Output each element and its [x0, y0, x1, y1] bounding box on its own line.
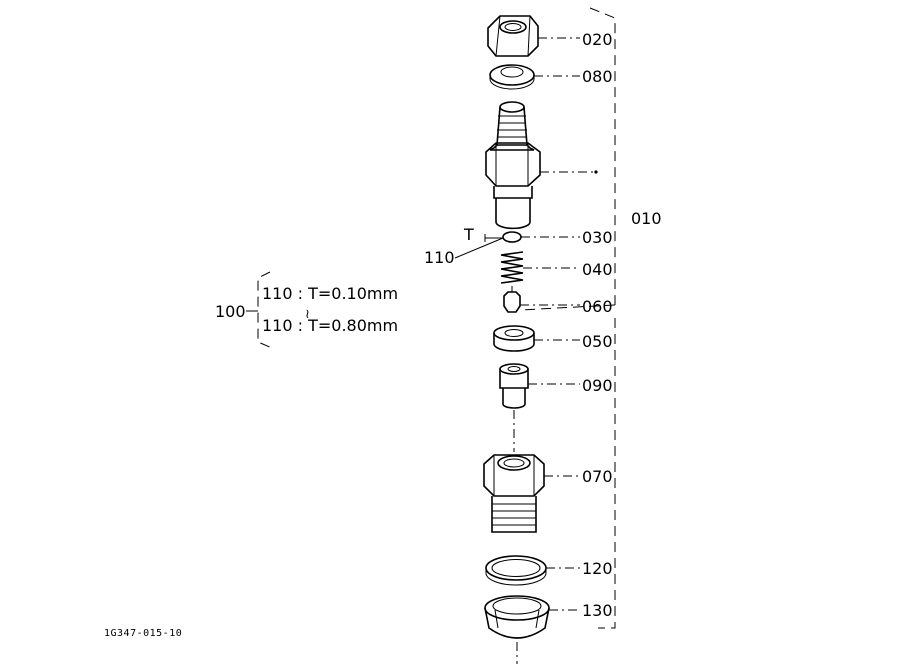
hex-nut-020	[487, 15, 580, 57]
label-010: 010	[631, 209, 662, 228]
nozzle-holder-body	[485, 101, 598, 230]
option-line-1: 110 : T=0.10mm	[262, 284, 398, 303]
label-040: 040	[582, 260, 613, 279]
label-100: 100	[215, 302, 246, 321]
spring-seat-060	[503, 286, 580, 313]
label-130: 130	[582, 601, 613, 620]
retaining-nut-070	[483, 454, 580, 533]
protector-cap-130	[484, 595, 580, 664]
label-070: 070	[582, 467, 613, 486]
figure-code: 1G347-015-10	[104, 628, 182, 639]
label-110: 110	[424, 248, 455, 267]
label-030: 030	[582, 228, 613, 247]
label-020: 020	[582, 30, 613, 49]
label-080: 080	[582, 67, 613, 86]
label-120: 120	[582, 559, 613, 578]
gasket-120	[485, 555, 580, 586]
label-090: 090	[582, 376, 613, 395]
option-line-2: 110 : T=0.80mm	[262, 316, 398, 335]
label-060: 060	[582, 297, 613, 316]
nozzle-090	[499, 363, 580, 452]
option-bracket-100	[246, 271, 273, 349]
label-050: 050	[582, 332, 613, 351]
washer-080	[489, 64, 580, 90]
spacer-050	[493, 325, 580, 352]
shim-030	[454, 231, 580, 259]
thickness-symbol: T	[463, 225, 474, 244]
spring-040	[500, 251, 580, 284]
option-separator: ≀	[305, 307, 310, 322]
assembly-bracket-010	[519, 7, 616, 629]
